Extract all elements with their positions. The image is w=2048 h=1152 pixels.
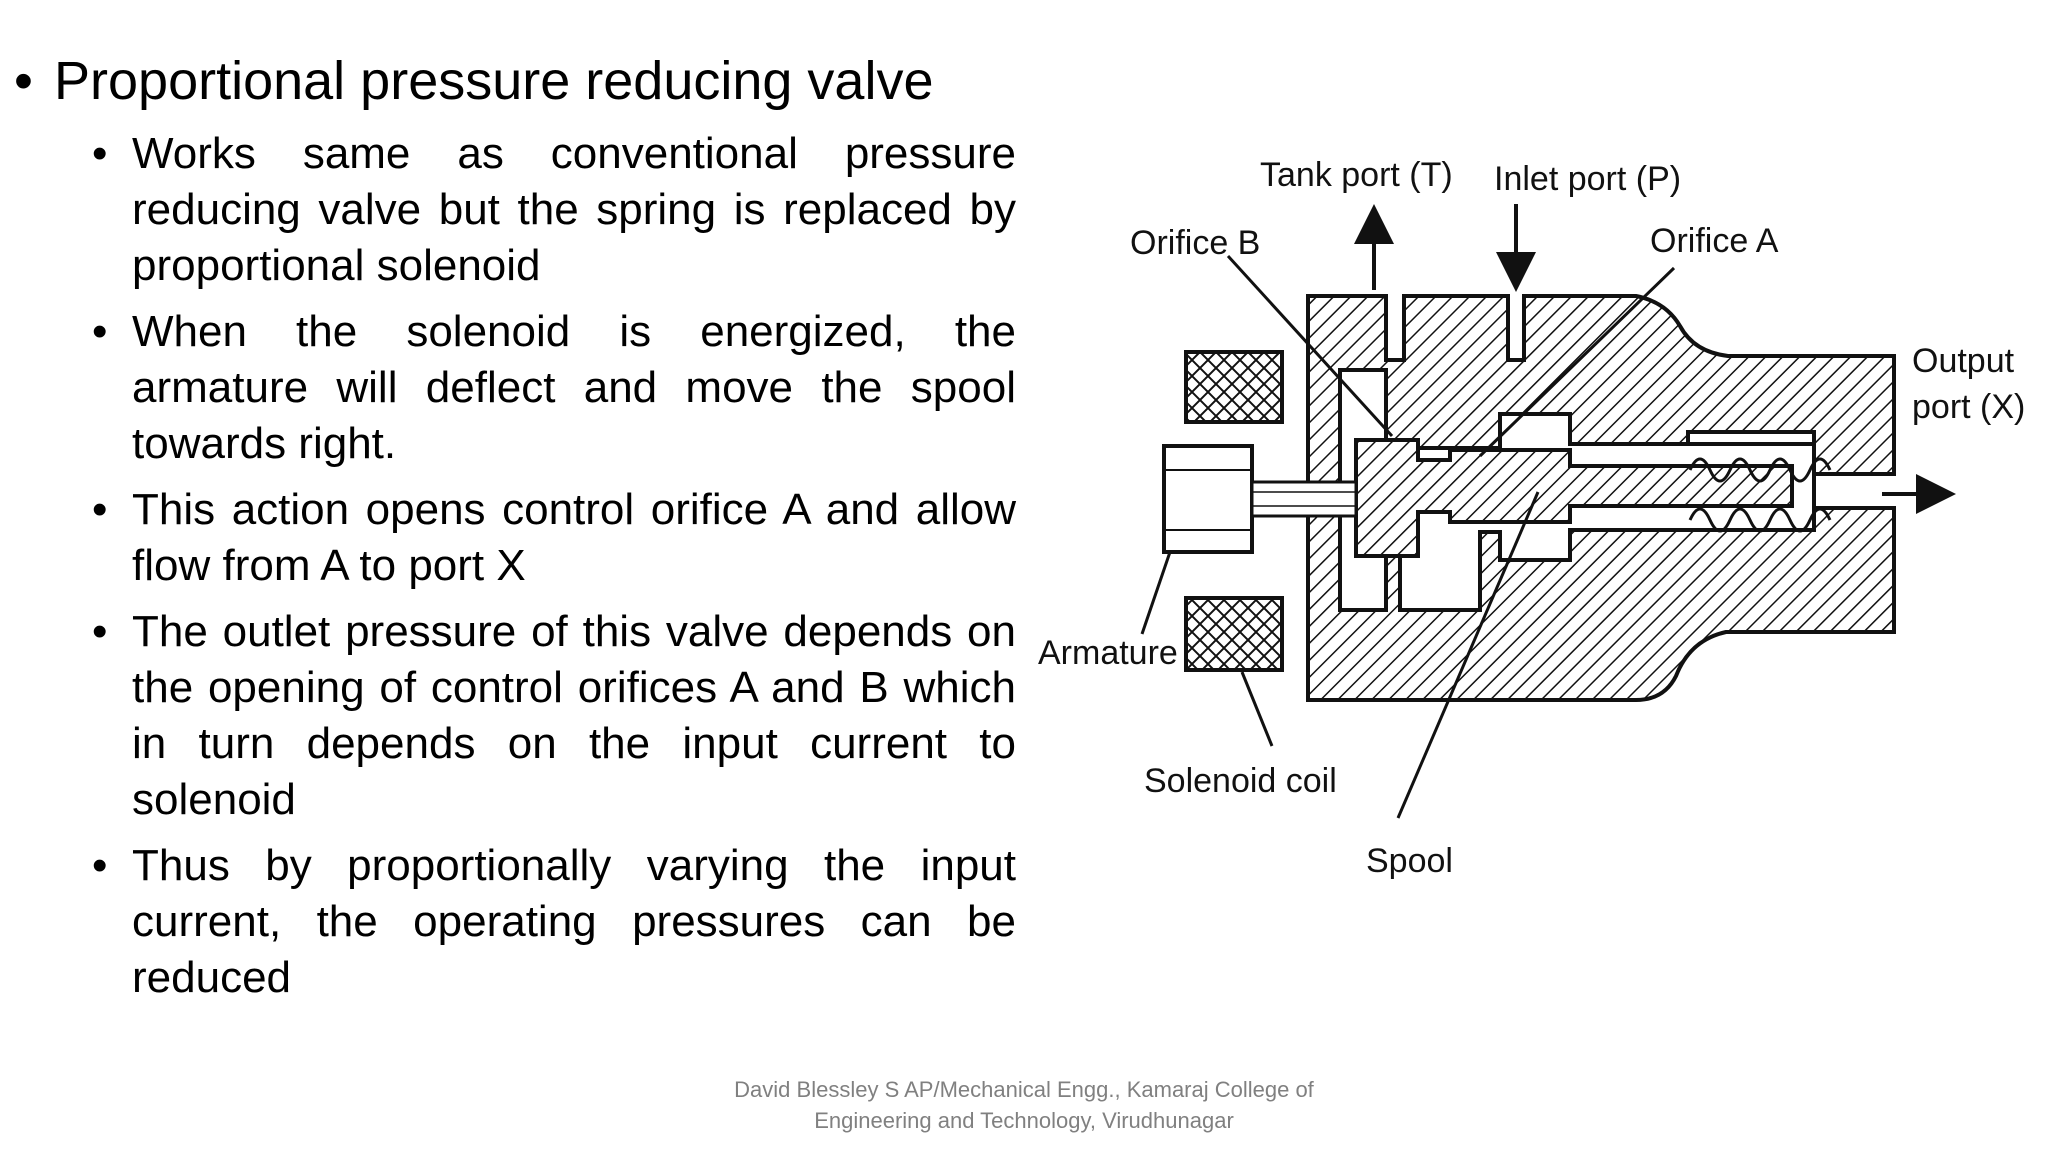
label-tank-port: Tank port (T) <box>1260 156 1453 194</box>
sub-bullet-text: This action opens control orifice A and … <box>132 485 1016 590</box>
footer: David Blessley S AP/Mechanical Engg., Ka… <box>0 1074 2048 1136</box>
sub-bullet-list: •Works same as conventional pressure red… <box>88 126 1016 1016</box>
sub-bullet-5: •Thus by proportionally varying the inpu… <box>92 841 1016 1002</box>
sub-bullet-4: •The outlet pressure of this valve depen… <box>92 607 1016 824</box>
orifice-a-leader <box>1478 266 1676 458</box>
valve-diagram-svg: Tank port (T) Inlet port (P) Orifice B O… <box>1038 156 2025 880</box>
main-bullet: • Proportional pressure reducing valve <box>14 50 1054 112</box>
footer-line-2: Engineering and Technology, Virudhunagar <box>814 1108 1234 1133</box>
orifice-b-leader <box>1226 254 1394 438</box>
solenoid-coil-top <box>1184 350 1284 424</box>
label-inlet-port: Inlet port (P) <box>1494 160 1681 198</box>
solenoid-coil-bottom <box>1184 596 1284 672</box>
armature-rod <box>1250 480 1358 518</box>
label-orifice-b: Orifice B <box>1130 224 1260 262</box>
sub-bullet-text: When the solenoid is energized, the arma… <box>132 307 1016 468</box>
sub-bullet-text: The outlet pressure of this valve depend… <box>132 607 1016 824</box>
sub-bullet-text: Thus by proportionally varying the input… <box>132 841 1016 1002</box>
bullet-dot: • <box>14 51 33 111</box>
sub-bullet-1: •Works same as conventional pressure red… <box>92 129 1016 290</box>
spool <box>1354 438 1794 558</box>
armature <box>1162 444 1254 554</box>
spool-leader <box>1396 491 1540 819</box>
slide-heading: Proportional pressure reducing valve <box>54 51 934 111</box>
footer-line-1: David Blessley S AP/Mechanical Engg., Ka… <box>734 1077 1314 1102</box>
sub-bullet-text: Works same as conventional pressure redu… <box>132 129 1016 290</box>
label-output-port-2: port (X) <box>1912 388 2025 426</box>
label-spool: Spool <box>1366 842 1453 880</box>
label-output-port-1: Output <box>1912 342 2015 380</box>
spring <box>1688 457 1832 483</box>
label-armature: Armature <box>1038 634 1178 672</box>
sub-bullet-3: •This action opens control orifice A and… <box>92 485 1016 590</box>
solenoid-coil-leader <box>1240 671 1274 747</box>
armature-leader <box>1140 551 1172 635</box>
label-solenoid-coil: Solenoid coil <box>1144 762 1337 800</box>
sub-bullet-2: •When the solenoid is energized, the arm… <box>92 307 1016 468</box>
valve-diagram: Tank port (T) Inlet port (P) Orifice B O… <box>1038 130 2038 910</box>
label-orifice-a: Orifice A <box>1650 222 1779 260</box>
